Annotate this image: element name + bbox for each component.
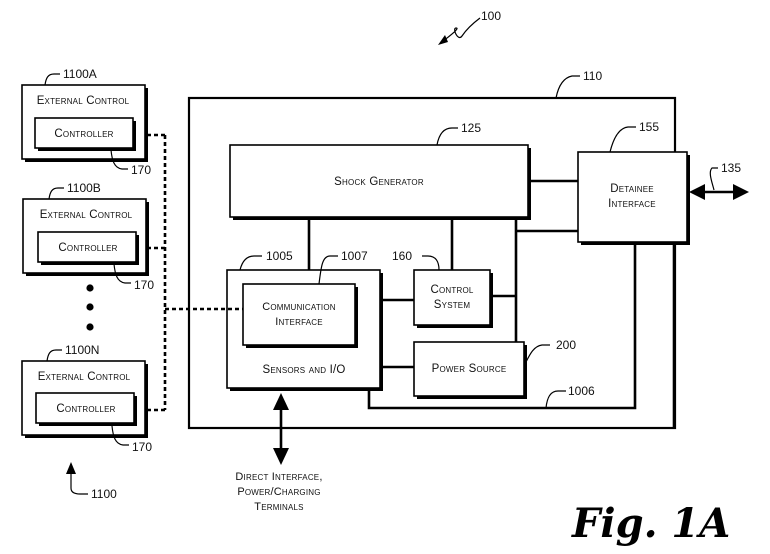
detainee-interface-block: Detainee Interface 155 xyxy=(577,120,690,245)
detainee-interface-box xyxy=(577,151,688,243)
arrow-up-icon xyxy=(273,393,289,410)
controller-a-box xyxy=(34,117,134,149)
power-source-label: Power Source xyxy=(432,363,507,375)
arrow-left-icon xyxy=(689,184,705,200)
group-ref-1100: 1100 xyxy=(66,462,117,501)
direct-interface-label-3: Terminals xyxy=(254,501,303,513)
arrowhead-icon xyxy=(438,35,448,45)
ref-135: 135 xyxy=(721,161,741,175)
communication-interface-block: Communication Interface 1007 xyxy=(242,249,368,348)
control-system-box xyxy=(413,269,491,326)
ref-1005: 1005 xyxy=(266,249,293,263)
controller-n-box xyxy=(35,392,135,424)
arrow-up-icon xyxy=(66,462,76,474)
control-system-label-1: Control xyxy=(430,284,473,296)
leader-200 xyxy=(525,344,550,363)
external-control-b: External Control Controller 1100B 170 xyxy=(22,181,154,292)
direct-interface-label-1: Direct Interface, xyxy=(235,471,322,483)
direct-interface-label-2: Power/Charging xyxy=(237,486,320,498)
figure-label: Fig. 1A xyxy=(571,500,730,547)
leader-110 xyxy=(555,75,580,99)
ref-110: 110 xyxy=(583,69,602,83)
leader-125 xyxy=(436,127,458,146)
controller-n-label: Controller xyxy=(56,403,115,415)
ref-125: 125 xyxy=(461,121,481,135)
power-bus-1006 xyxy=(367,243,637,410)
ref-170-n: 170 xyxy=(132,440,152,454)
leader-170-n xyxy=(111,425,129,446)
external-control-a: External Control Controller 1100A 170 xyxy=(21,67,151,177)
direct-interface: Direct Interface, Power/Charging Termina… xyxy=(235,393,322,513)
detainee-interface-label-1: Detainee xyxy=(610,183,654,195)
external-control-n-title: External Control xyxy=(38,371,131,383)
detainee-link-135: 135 xyxy=(689,161,749,200)
ref-1100b: 1100B xyxy=(67,181,101,195)
arrow-down-icon xyxy=(273,448,289,465)
leader-1100a xyxy=(44,73,60,86)
communication-interface-label-1: Communication xyxy=(262,301,336,313)
leader-135 xyxy=(709,167,718,191)
leader-160 xyxy=(422,255,440,271)
ref-1100: 1100 xyxy=(91,487,117,501)
control-system-block: Control System 160 xyxy=(392,249,493,328)
shock-generator-box xyxy=(229,144,529,218)
shock-generator-block: Shock Generator 125 xyxy=(229,121,531,220)
ref-200: 200 xyxy=(556,338,576,352)
ref-170-a: 170 xyxy=(131,163,151,177)
ref-155: 155 xyxy=(639,120,659,134)
leader-1100 xyxy=(70,471,88,495)
ref-1006: 1006 xyxy=(568,384,595,398)
ref-100: 100 xyxy=(481,9,501,23)
controller-b-box xyxy=(37,231,137,263)
control-system-label-2: System xyxy=(434,299,471,311)
ref-1100n: 1100N xyxy=(65,343,99,357)
ref-1100a: 1100A xyxy=(63,67,97,81)
ref-160: 160 xyxy=(392,249,412,263)
ellipsis-dot-icon xyxy=(86,303,94,311)
ellipsis-dot-icon xyxy=(86,284,94,292)
ref-1007: 1007 xyxy=(341,249,368,263)
sensors-io-label: Sensors and I/O xyxy=(262,364,345,376)
leader-170-b xyxy=(113,263,131,284)
ref-170-b: 170 xyxy=(134,278,154,292)
communication-interface-box xyxy=(242,283,356,346)
leader-1100n xyxy=(46,349,62,362)
shock-generator-label: Shock Generator xyxy=(334,176,424,188)
leader-170-a xyxy=(110,149,128,170)
system-ref-100: 100 xyxy=(438,9,501,45)
detainee-interface-label-2: Interface xyxy=(608,198,656,210)
more-units-ellipsis xyxy=(86,284,94,331)
arrow-right-icon xyxy=(733,184,749,200)
external-control-b-title: External Control xyxy=(40,209,133,221)
leader-1006 xyxy=(545,390,566,409)
leader-1100b xyxy=(48,187,64,200)
external-control-n: External Control Controller 1100N 170 xyxy=(21,343,152,454)
external-control-a-title: External Control xyxy=(37,95,130,107)
squiggle-arrow-icon xyxy=(441,17,481,43)
leader-155 xyxy=(609,126,636,153)
internal-wiring xyxy=(307,179,676,428)
ellipsis-dot-icon xyxy=(86,323,94,331)
power-source-block: Power Source 200 1006 xyxy=(413,338,595,409)
controller-a-label: Controller xyxy=(54,128,113,140)
power-source-box xyxy=(413,341,525,397)
communication-interface-label-2: Interface xyxy=(275,316,323,328)
controller-b-label: Controller xyxy=(58,242,117,254)
leader-1005 xyxy=(239,255,262,271)
leader-1007 xyxy=(318,255,338,285)
